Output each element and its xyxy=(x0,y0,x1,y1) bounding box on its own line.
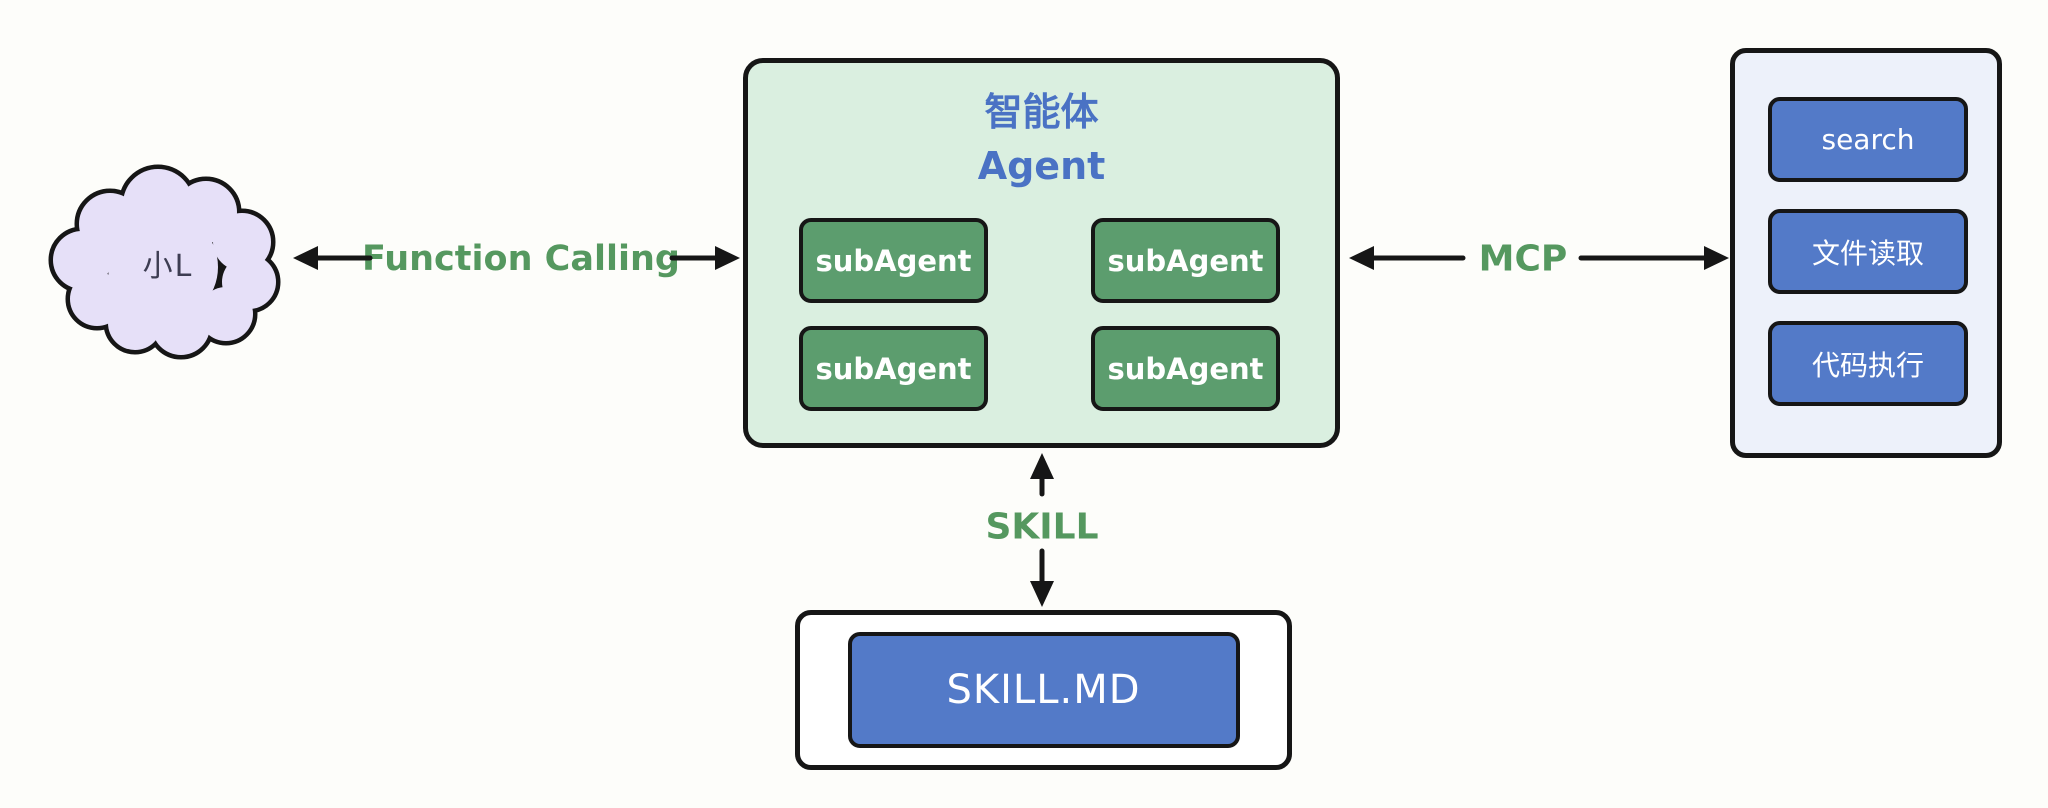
subagent-box: subAgent xyxy=(799,326,988,411)
mcp-label: MCP xyxy=(1478,238,1568,280)
arrow-right-to-tools-icon xyxy=(1578,246,1729,270)
skill-label: SKILL xyxy=(985,506,1099,548)
function-calling-label: Function Calling xyxy=(362,239,680,279)
tools-panel: search 文件读取 代码执行 xyxy=(1730,48,2002,458)
skill-md-box: SKILL.MD xyxy=(847,632,1240,748)
arrow-up-to-agent-icon xyxy=(1030,453,1054,497)
arrow-right-to-agent-icon xyxy=(669,246,740,270)
cloud-label: 小L xyxy=(142,248,194,284)
agent-title-en: Agent xyxy=(977,144,1106,188)
agent-title-zh: 智能体 xyxy=(984,90,1099,134)
tool-search: search xyxy=(1768,97,1968,182)
subagent-box: subAgent xyxy=(1091,218,1280,303)
tool-file-read: 文件读取 xyxy=(1768,209,1968,294)
arrow-left-to-cloud-icon xyxy=(293,246,373,270)
arrow-down-to-skill-icon xyxy=(1030,548,1054,607)
subagent-box: subAgent xyxy=(799,218,988,303)
agent-box: 智能体 Agent subAgent subAgent subAgent sub… xyxy=(743,58,1340,448)
subagent-box: subAgent xyxy=(1091,326,1280,411)
tool-code-exec: 代码执行 xyxy=(1768,321,1968,406)
cloud-icon xyxy=(48,164,281,360)
skill-file-container: SKILL.MD xyxy=(795,610,1292,770)
cloud-shape: 小L xyxy=(38,142,298,377)
arrow-left-to-agent-icon xyxy=(1349,246,1466,270)
